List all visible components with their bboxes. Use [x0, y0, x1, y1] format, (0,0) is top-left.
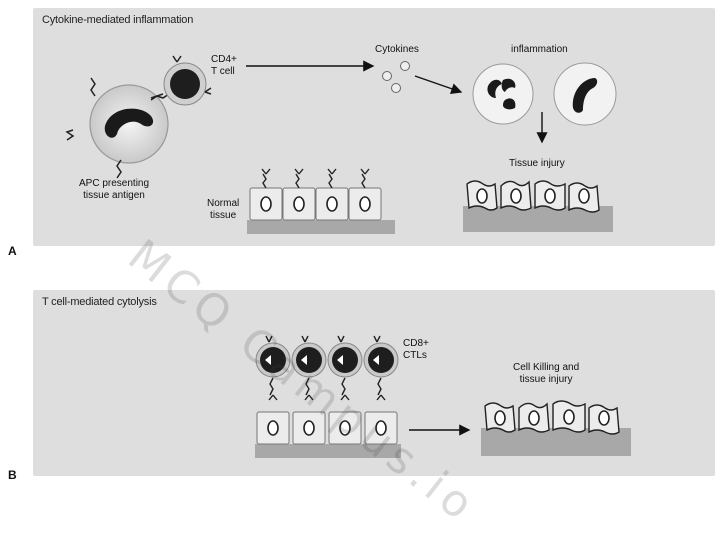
- apc-label-line1: APC presenting: [79, 178, 150, 189]
- cd4-label-line1: CD4+: [211, 54, 237, 65]
- mhc-receptor: [65, 129, 75, 141]
- panel-a-title: Cytokine-mediated inflammation: [42, 14, 194, 26]
- cell-killing-label: Cell Killing and tissue injury: [513, 362, 579, 386]
- mhc-receptor: [116, 159, 122, 179]
- cd8-ctl-cells: [255, 335, 399, 378]
- cell-killing-label-line1: Cell Killing and: [513, 362, 580, 373]
- target-tissue: [255, 411, 401, 458]
- panel-b-t-cell-cytolysis: T cell-mediated cytolysis: [33, 290, 715, 476]
- panel-a-illustration: [65, 55, 617, 234]
- panel-b-title: T cell-mediated cytolysis: [42, 296, 157, 308]
- cd4-label: CD4+ T cell: [211, 54, 237, 78]
- macrophage-cell: [553, 62, 617, 126]
- panel-b-letter: B: [8, 468, 17, 482]
- cytokines-label: Cytokines: [375, 44, 419, 55]
- ctl-cell: [255, 335, 291, 378]
- inflammation-label: inflammation: [511, 44, 568, 55]
- ctl-cell: [291, 335, 327, 378]
- cytokine-particles: [382, 61, 410, 93]
- tissue-injury-label: Tissue injury: [509, 158, 565, 169]
- panel-b-illustration: [255, 335, 631, 458]
- ctl-cell: [363, 335, 399, 378]
- tcr-binding: [150, 93, 164, 99]
- apc-cell: [65, 77, 170, 179]
- apc-label-line2: tissue antigen: [83, 190, 145, 201]
- cell-killing-label-line2: tissue injury: [519, 374, 573, 385]
- normal-tissue-label-line1: Normal: [207, 198, 240, 209]
- tcr-receptor: [204, 87, 212, 95]
- normal-tissue-label-line2: tissue: [210, 210, 237, 221]
- ctl-cell: [327, 335, 363, 378]
- cd8-label: CD8+ CTLs: [403, 338, 429, 362]
- killed-tissue: [481, 400, 631, 456]
- neutrophil-cell: [472, 63, 534, 125]
- panel-a-cytokine-inflammation: Cytokine-mediated inflammation: [33, 8, 715, 246]
- panel-a-letter: A: [8, 244, 17, 258]
- apc-label: APC presenting tissue antigen: [79, 178, 149, 202]
- tcr-receptor: [172, 55, 182, 63]
- cd4-t-cell: [150, 55, 212, 106]
- mhc-receptor: [90, 77, 96, 97]
- arrow-to-inflammation: [414, 75, 463, 95]
- cd8-label-line2: CTLs: [403, 350, 427, 361]
- mhc-receptor: [150, 93, 170, 101]
- normal-tissue: [247, 168, 395, 234]
- injured-tissue: [463, 180, 613, 232]
- cd4-label-line2: T cell: [211, 66, 235, 77]
- cd8-label-line1: CD8+: [403, 338, 429, 349]
- apc-nucleus: [104, 108, 154, 138]
- normal-tissue-label: Normal tissue: [207, 198, 239, 222]
- tcr-mhc-bindings: [268, 377, 386, 401]
